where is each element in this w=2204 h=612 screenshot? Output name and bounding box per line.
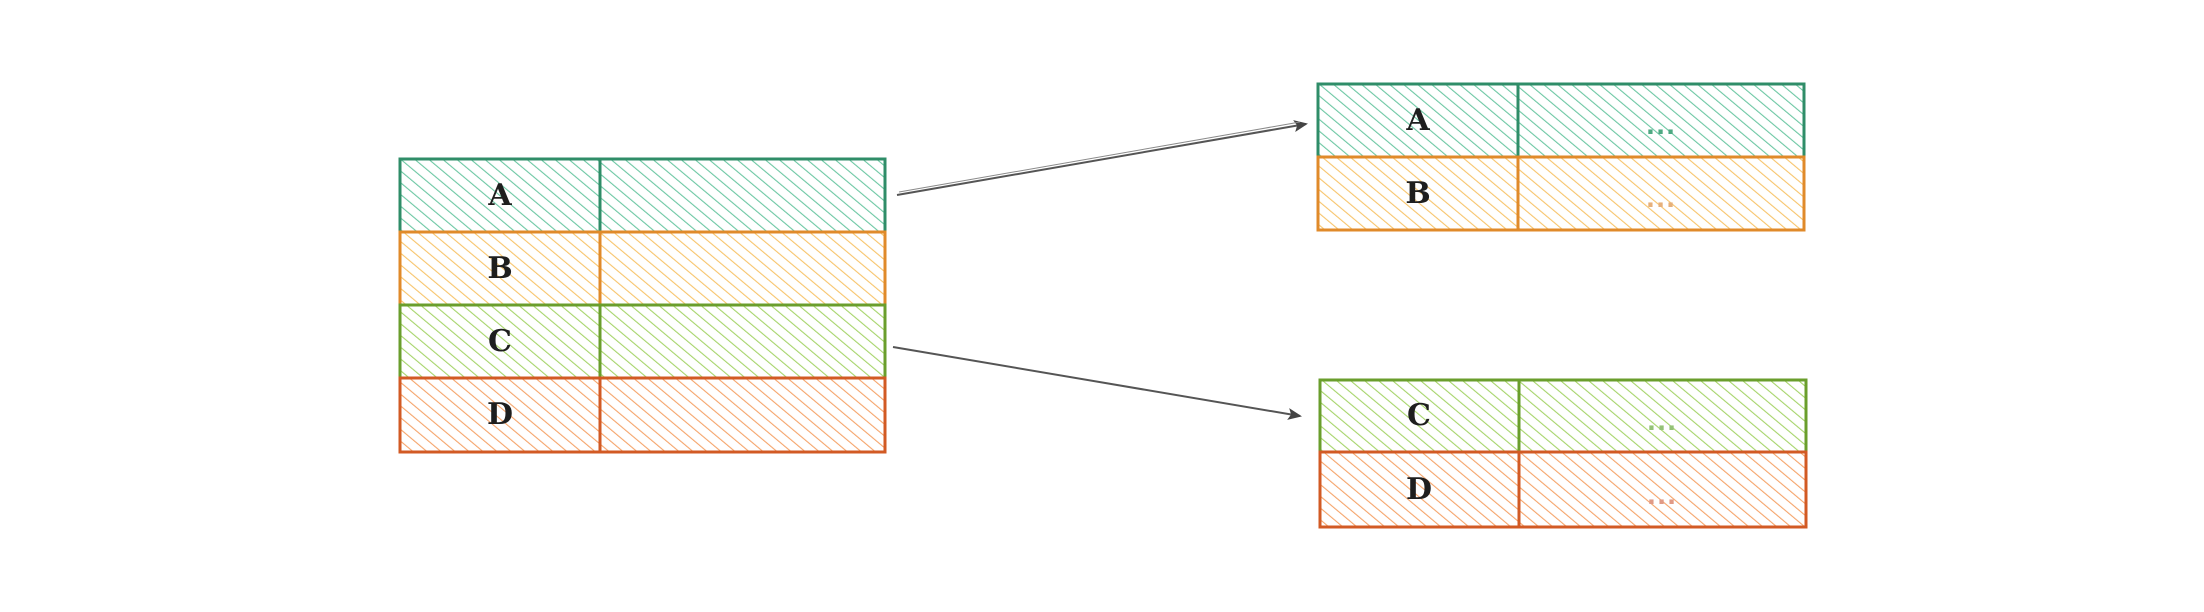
source-label-d: D — [486, 397, 514, 432]
target-table-2 — [1318, 378, 1808, 529]
source-label-b: B — [487, 251, 513, 286]
target2-row-c — [1318, 378, 1808, 454]
target1-row-a — [1316, 82, 1806, 159]
source-row-c — [398, 303, 887, 380]
source-row-b — [398, 230, 887, 307]
target2-label-d: D — [1405, 472, 1433, 507]
source-label-a: A — [488, 178, 512, 213]
target2-value-c: ... — [1646, 408, 1678, 436]
target2-value-d: ... — [1646, 482, 1678, 510]
target1-label-a: A — [1406, 103, 1430, 138]
source-label-c: C — [488, 324, 512, 359]
source-row-d — [398, 376, 887, 454]
target-table-1 — [1316, 82, 1806, 232]
target2-label-c: C — [1407, 398, 1431, 433]
target1-row-b — [1316, 155, 1806, 232]
arrow-to-target-1 — [896, 120, 1308, 196]
target2-row-d — [1318, 450, 1808, 529]
source-row-a — [398, 157, 887, 234]
arrow-to-target-2 — [892, 346, 1302, 420]
source-table — [398, 157, 887, 454]
target1-label-b: B — [1405, 176, 1431, 211]
target1-value-b: ... — [1645, 185, 1677, 213]
target1-value-a: ... — [1645, 112, 1677, 140]
